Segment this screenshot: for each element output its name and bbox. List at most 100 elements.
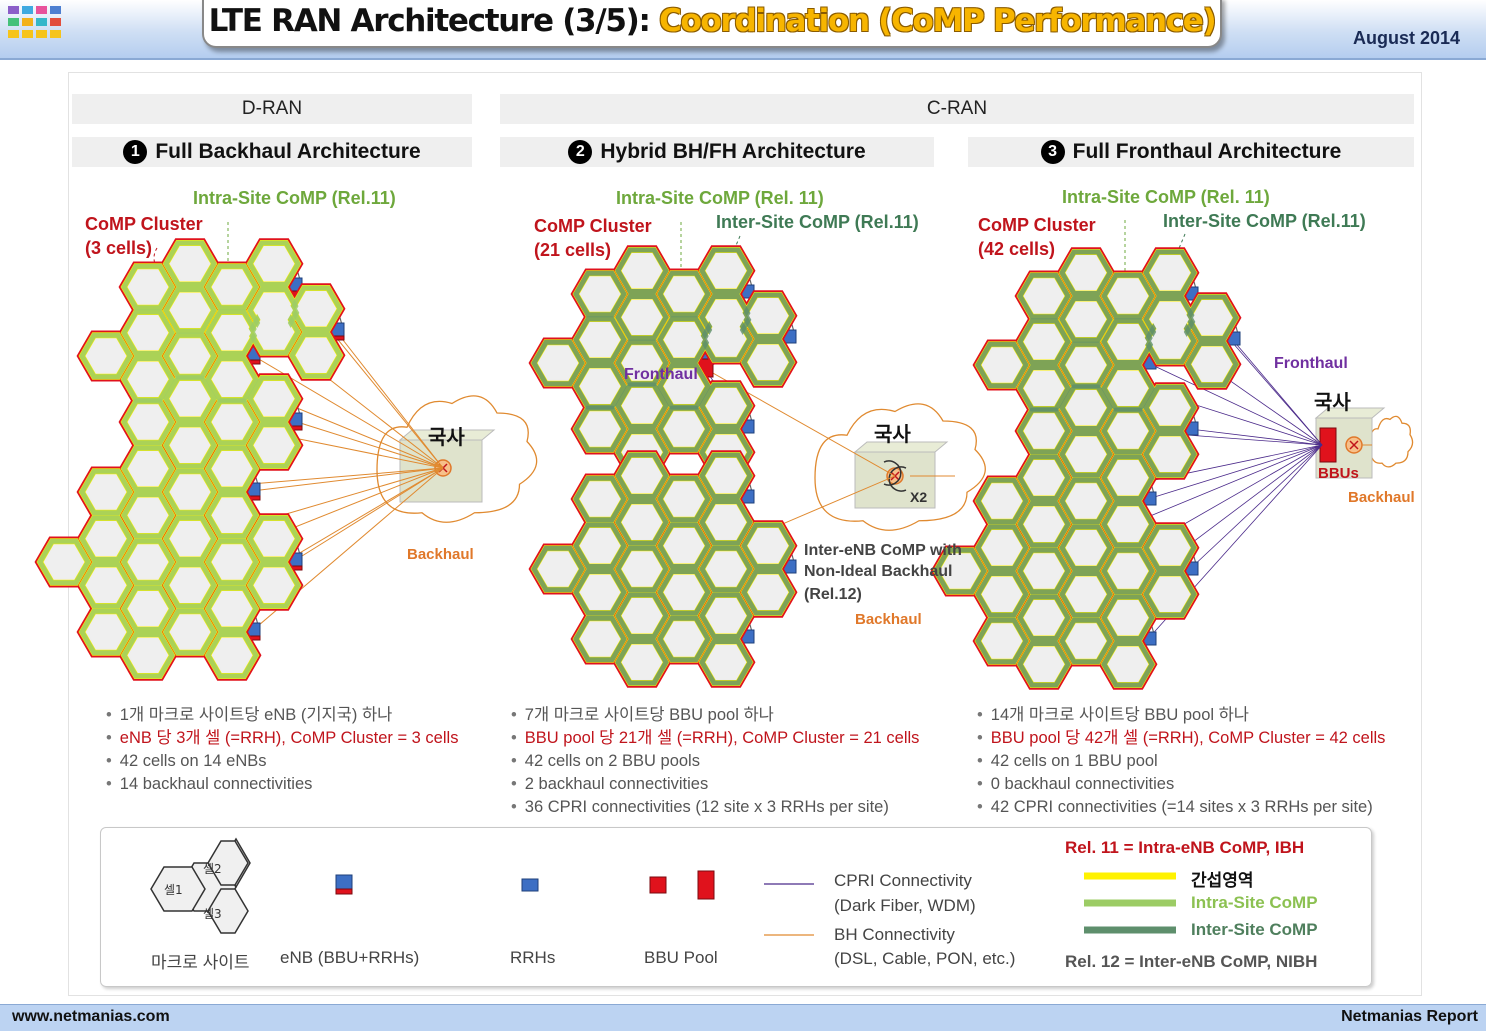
cell-fill (581, 323, 619, 357)
cell-fill (171, 475, 209, 509)
cell-fill (623, 389, 661, 423)
cell-fill (213, 316, 251, 350)
cell-fill (255, 247, 293, 281)
title-highlight: Coordination (CoMP Performance) (659, 3, 1217, 39)
s2a-grid (528, 245, 798, 478)
coordination-hex (615, 382, 669, 429)
coordination-hex (37, 538, 91, 586)
coordination-hex (1059, 571, 1113, 618)
footer-website: www.netmanias.com (12, 1008, 170, 1025)
cell-fill (129, 545, 167, 579)
section-title-3-text: Full Fronthaul Architecture (1072, 140, 1342, 163)
cell-fill (1193, 301, 1231, 335)
s2-inter-site-label: Inter-Site CoMP (Rel.11) (716, 212, 919, 232)
s3-grid (930, 247, 1242, 690)
cell-fill (707, 599, 745, 633)
legend-rel11: Rel. 11 = Intra-eNB CoMP, IBH (1065, 838, 1305, 857)
coordination-hex (573, 405, 627, 453)
coordination-hex (205, 398, 259, 446)
cell-fill (623, 346, 661, 380)
s1-bullets: 1개 마크로 사이트당 eNB (기지국) 하나 eNB 당 3개 셀 (=RR… (106, 704, 459, 796)
cell-fill (1109, 601, 1147, 635)
cell-fill (749, 299, 787, 333)
coordination-hex (531, 545, 585, 593)
cell-fill (539, 552, 577, 586)
cell-fill (1151, 391, 1189, 425)
legend-rrh: RRHs (510, 948, 556, 967)
coordination-hex (699, 639, 753, 686)
cell-fill (623, 254, 661, 288)
cell-fill (87, 615, 125, 649)
coordination-hex (1101, 594, 1155, 641)
backhaul-line (335, 330, 444, 469)
cell-fill (1151, 256, 1189, 290)
s2-x2-label: X2 (910, 489, 928, 505)
coordination-hex (247, 422, 301, 469)
coordination-hex (121, 585, 175, 632)
coordination-hex (79, 515, 133, 562)
cell-fill (1067, 348, 1105, 382)
cell-fill (1109, 461, 1147, 495)
cell-fill (255, 428, 293, 462)
cell-fill (1151, 437, 1189, 471)
cell-fill (665, 482, 703, 516)
coordination-hex (79, 562, 133, 609)
cell-fill (1109, 414, 1147, 448)
coordination-hex (247, 375, 301, 422)
cell-fill (1109, 279, 1147, 313)
coordination-hex (121, 309, 175, 356)
coordination-hex (657, 270, 711, 318)
coordination-hex (247, 562, 301, 609)
coordination-hex (657, 316, 711, 363)
coordination-hex (615, 639, 669, 686)
cell-fill (129, 316, 167, 350)
cell-fill (665, 277, 703, 311)
list-item: 42 cells on 14 eNBs (106, 750, 458, 773)
cell-fill (581, 575, 619, 609)
backhaul-line (293, 467, 444, 562)
coordination-hex (975, 571, 1029, 618)
cell-fill (213, 545, 251, 579)
coordination-hex (1101, 318, 1155, 365)
cell-fill (1025, 554, 1063, 588)
coordination-hex (573, 316, 627, 363)
coordination-hex (1143, 431, 1197, 478)
coordination-hex (1017, 594, 1071, 641)
bbu-pool-small-icon (649, 876, 667, 894)
cell-fill (171, 428, 209, 462)
coordination-hex (933, 547, 987, 595)
coordination-hex (205, 538, 259, 586)
coordination-hex (121, 398, 175, 446)
cell-fill (665, 369, 703, 403)
cell-fill (171, 247, 209, 281)
cell-fill (983, 484, 1021, 518)
cell-fill (581, 277, 619, 311)
cell-fill (623, 645, 661, 679)
coordination-hex (205, 263, 259, 311)
coordination-hex (1017, 318, 1071, 365)
s2-fronthaul-label: Fronthaul (624, 366, 698, 383)
title-box: LTE RAN Architecture (3/5): Coordination… (202, 0, 1222, 48)
coordination-hex (615, 545, 669, 593)
cell-fill (1109, 554, 1147, 588)
cell-fill (707, 505, 745, 539)
coordination-hex (121, 492, 175, 539)
cell-fill (213, 270, 251, 304)
coordination-hex (975, 477, 1029, 525)
cell-fill (983, 577, 1021, 611)
cell-fill (255, 522, 293, 556)
cell-fill (129, 638, 167, 672)
cell-fill (1067, 302, 1105, 336)
coordination-hex (121, 632, 175, 679)
coordination-hex (573, 615, 627, 663)
footer-report: Netmanias Report (1341, 1008, 1478, 1025)
cell-fill (1151, 531, 1189, 565)
list-item: 42 cells on 1 BBU pool (977, 750, 1385, 773)
s1-cluster-count: (3 cells) (85, 238, 153, 258)
cell-fill (1025, 461, 1063, 495)
s2-nibh-line3: (Rel.12) (804, 586, 862, 603)
rrh-icon (521, 878, 539, 892)
coordination-hex (975, 617, 1029, 665)
s2-bullets: 7개 마크로 사이트당 BBU pool 하나 BBU pool 당 21개 셀… (511, 704, 920, 819)
list-item: BBU pool 당 21개 셀 (=RRH), CoMP Cluster = … (511, 727, 920, 750)
